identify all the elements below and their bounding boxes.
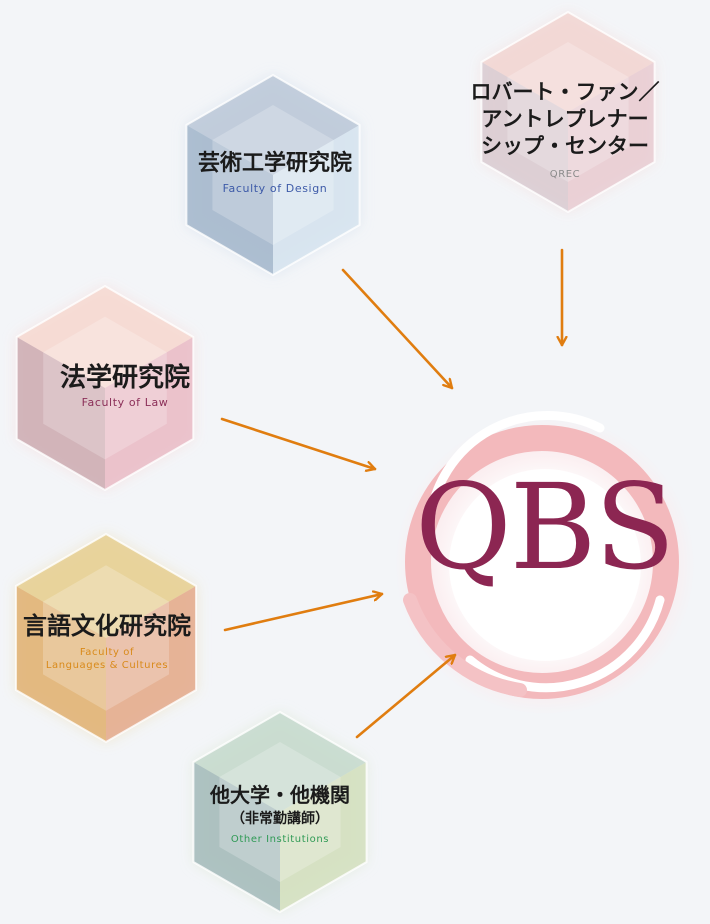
design-hexagon xyxy=(185,73,361,277)
law-hex-outline xyxy=(15,284,195,492)
design-hex-inner xyxy=(212,105,334,245)
arrow-design-to-qbs xyxy=(341,268,454,390)
design-hex-outline xyxy=(185,73,361,277)
qrec-hex-inner xyxy=(507,42,629,182)
qbs-wordmark: QBS xyxy=(415,458,675,596)
qrec-hexagon xyxy=(480,10,656,214)
other-hex-inner xyxy=(219,742,341,882)
other-hex-face xyxy=(280,762,367,912)
qbs-inner-disc xyxy=(449,469,641,661)
law-hex-face xyxy=(105,337,194,490)
design-hex-face xyxy=(186,125,273,275)
other-hexagon xyxy=(192,710,368,914)
languages-hex-face xyxy=(106,586,197,742)
qrec-hex-outline xyxy=(480,10,656,214)
law-hexagon xyxy=(15,284,195,492)
languages-hex-outline xyxy=(14,532,198,744)
qrec-hex-face xyxy=(481,62,568,212)
arrow-other-to-qbs xyxy=(355,653,457,739)
languages-hex-inner xyxy=(43,565,169,711)
other-hex-outline xyxy=(192,710,368,914)
arrow-law-to-qbs xyxy=(220,417,377,469)
arrow-languages-to-qbs xyxy=(223,594,384,632)
design-hex-face xyxy=(273,125,360,275)
other-hex-face xyxy=(193,762,280,912)
qbs-swirl-upper xyxy=(425,411,605,525)
languages-hexagon xyxy=(14,532,198,744)
law-hex-inner xyxy=(43,316,167,460)
